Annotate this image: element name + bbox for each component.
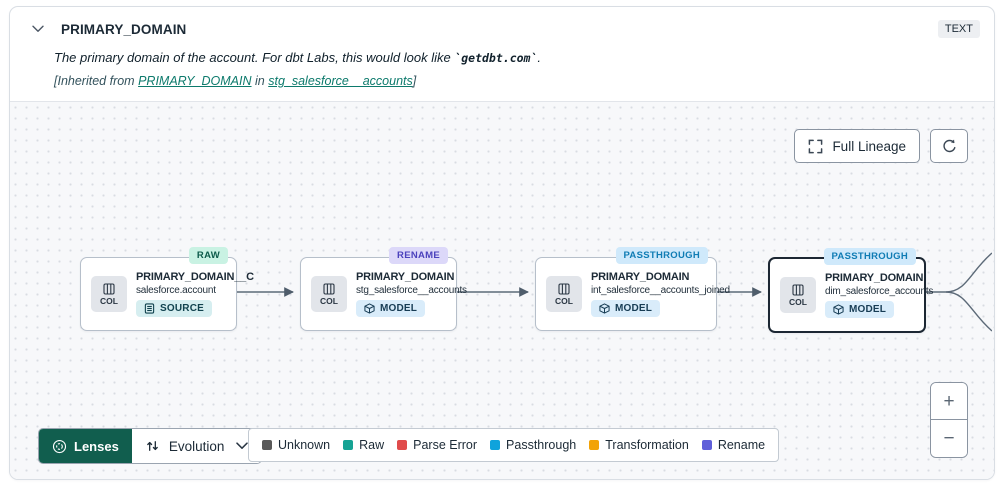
refresh-icon bbox=[941, 138, 958, 155]
lineage-canvas[interactable]: Full Lineage RAW COL PRIMARY_DOMAIN__C bbox=[10, 101, 994, 479]
lineage-node-source[interactable]: RAW COL PRIMARY_DOMAIN__C salesforce.acc… bbox=[80, 247, 254, 331]
columns-icon bbox=[103, 282, 115, 295]
zoom-in-button[interactable]: + bbox=[931, 383, 967, 420]
lens-dropdown[interactable]: Evolution bbox=[131, 429, 262, 463]
column-chip: COL bbox=[91, 276, 127, 312]
columns-icon bbox=[792, 283, 804, 296]
columns-icon bbox=[558, 282, 570, 295]
legend-swatch bbox=[397, 440, 408, 450]
evolution-badge: RAW bbox=[188, 247, 228, 264]
inherited-note: [Inherited from PRIMARY_DOMAIN in stg_sa… bbox=[54, 74, 980, 88]
refresh-button[interactable] bbox=[930, 129, 968, 163]
zoom-out-button[interactable]: − bbox=[931, 420, 967, 457]
model-icon bbox=[599, 303, 610, 314]
node-model-name: dim_salesforce_accounts bbox=[825, 286, 934, 297]
legend-item: Rename bbox=[701, 438, 766, 452]
fullscreen-icon bbox=[808, 139, 823, 154]
legend-label: Raw bbox=[359, 438, 385, 452]
model-icon bbox=[833, 304, 844, 315]
chevron-down-icon bbox=[236, 442, 249, 450]
columns-icon bbox=[323, 282, 335, 295]
column-header: PRIMARY_DOMAIN TEXT The primary domain o… bbox=[10, 7, 994, 101]
legend-item: Transformation bbox=[589, 438, 689, 452]
column-chip: COL bbox=[311, 276, 347, 312]
evolution-badge: PASSTHROUGH bbox=[615, 247, 708, 264]
legend-item: Passthrough bbox=[490, 438, 576, 452]
description-text: The primary domain of the account. For d… bbox=[54, 50, 455, 65]
zoom-controls: + − bbox=[930, 382, 968, 458]
inherited-middle: in bbox=[251, 74, 269, 88]
node-column-name: PRIMARY_DOMAIN__C bbox=[136, 271, 254, 283]
chevron-down-icon[interactable] bbox=[32, 25, 44, 33]
col-label: COL bbox=[789, 296, 807, 307]
evolution-badge: PASSTHROUGH bbox=[823, 248, 916, 265]
legend-label: Rename bbox=[717, 438, 766, 452]
inherited-column-link[interactable]: PRIMARY_DOMAIN bbox=[138, 74, 252, 88]
legend-label: Parse Error bbox=[413, 438, 478, 452]
full-lineage-label: Full Lineage bbox=[832, 138, 906, 154]
legend-label: Unknown bbox=[278, 438, 331, 452]
inline-code: `getdbt.com` bbox=[454, 51, 538, 65]
legend-swatch bbox=[343, 440, 354, 450]
col-label: COL bbox=[100, 295, 118, 306]
inherited-prefix: [Inherited from bbox=[54, 74, 139, 88]
evolution-badge: RENAME bbox=[389, 247, 448, 264]
node-kind-label: MODEL bbox=[615, 303, 653, 314]
legend-item: Parse Error bbox=[397, 438, 477, 452]
legend-label: Passthrough bbox=[506, 438, 577, 452]
column-description: The primary domain of the account. For d… bbox=[54, 50, 980, 65]
col-label: COL bbox=[320, 295, 338, 306]
lenses-button[interactable]: Lenses bbox=[39, 429, 132, 463]
column-title: PRIMARY_DOMAIN bbox=[61, 21, 187, 37]
description-period: . bbox=[537, 50, 542, 65]
column-lineage-panel: PRIMARY_DOMAIN TEXT The primary domain o… bbox=[9, 6, 995, 480]
node-model-name: stg_salesforce__accounts bbox=[356, 285, 467, 296]
model-icon bbox=[364, 303, 375, 314]
lens-selected-label: Evolution bbox=[168, 438, 225, 454]
node-model-name: int_salesforce__accounts_joined bbox=[591, 285, 730, 296]
node-model-name: salesforce.account bbox=[136, 285, 216, 296]
col-label: COL bbox=[555, 295, 573, 306]
full-lineage-button[interactable]: Full Lineage bbox=[794, 129, 920, 163]
node-kind-badge: MODEL bbox=[591, 300, 661, 317]
node-column-name: PRIMARY_DOMAIN bbox=[591, 271, 690, 283]
lineage-node-int[interactable]: PASSTHROUGH COL PRIMARY_DOMAIN int_sales… bbox=[535, 247, 730, 331]
legend-swatch bbox=[262, 440, 272, 450]
node-kind-badge: MODEL bbox=[825, 301, 895, 318]
node-kind-badge: MODEL bbox=[356, 300, 426, 317]
lenses-control: Lenses Evolution bbox=[38, 428, 263, 464]
legend-item: Unknown bbox=[262, 438, 330, 452]
lineage-node-stg[interactable]: RENAME COL PRIMARY_DOMAIN stg_salesforce… bbox=[300, 247, 467, 331]
node-column-name: PRIMARY_DOMAIN bbox=[356, 271, 455, 283]
inherited-suffix: ] bbox=[412, 74, 417, 88]
node-column-name: PRIMARY_DOMAIN bbox=[825, 272, 924, 284]
column-chip: COL bbox=[780, 277, 816, 313]
source-icon bbox=[144, 303, 155, 314]
lens-aperture-icon bbox=[52, 439, 67, 454]
evolution-legend: Unknown Raw Parse Error Passthrough Tran… bbox=[248, 428, 780, 462]
legend-label: Transformation bbox=[605, 438, 689, 452]
legend-swatch bbox=[490, 440, 501, 450]
node-kind-label: SOURCE bbox=[160, 303, 204, 314]
node-kind-badge: SOURCE bbox=[136, 300, 212, 317]
legend-item: Raw bbox=[343, 438, 384, 452]
inherited-model-link[interactable]: stg_salesforce__accounts bbox=[268, 74, 413, 88]
evolution-icon bbox=[145, 438, 160, 454]
lineage-node-dim-selected[interactable]: PASSTHROUGH COL PRIMARY_DOMAIN dim_sales… bbox=[768, 248, 934, 333]
node-kind-label: MODEL bbox=[849, 304, 887, 315]
column-type-badge: TEXT bbox=[937, 20, 980, 38]
column-chip: COL bbox=[546, 276, 582, 312]
legend-swatch bbox=[701, 440, 712, 450]
lenses-label: Lenses bbox=[74, 438, 119, 454]
node-kind-label: MODEL bbox=[380, 303, 418, 314]
legend-swatch bbox=[589, 440, 600, 450]
